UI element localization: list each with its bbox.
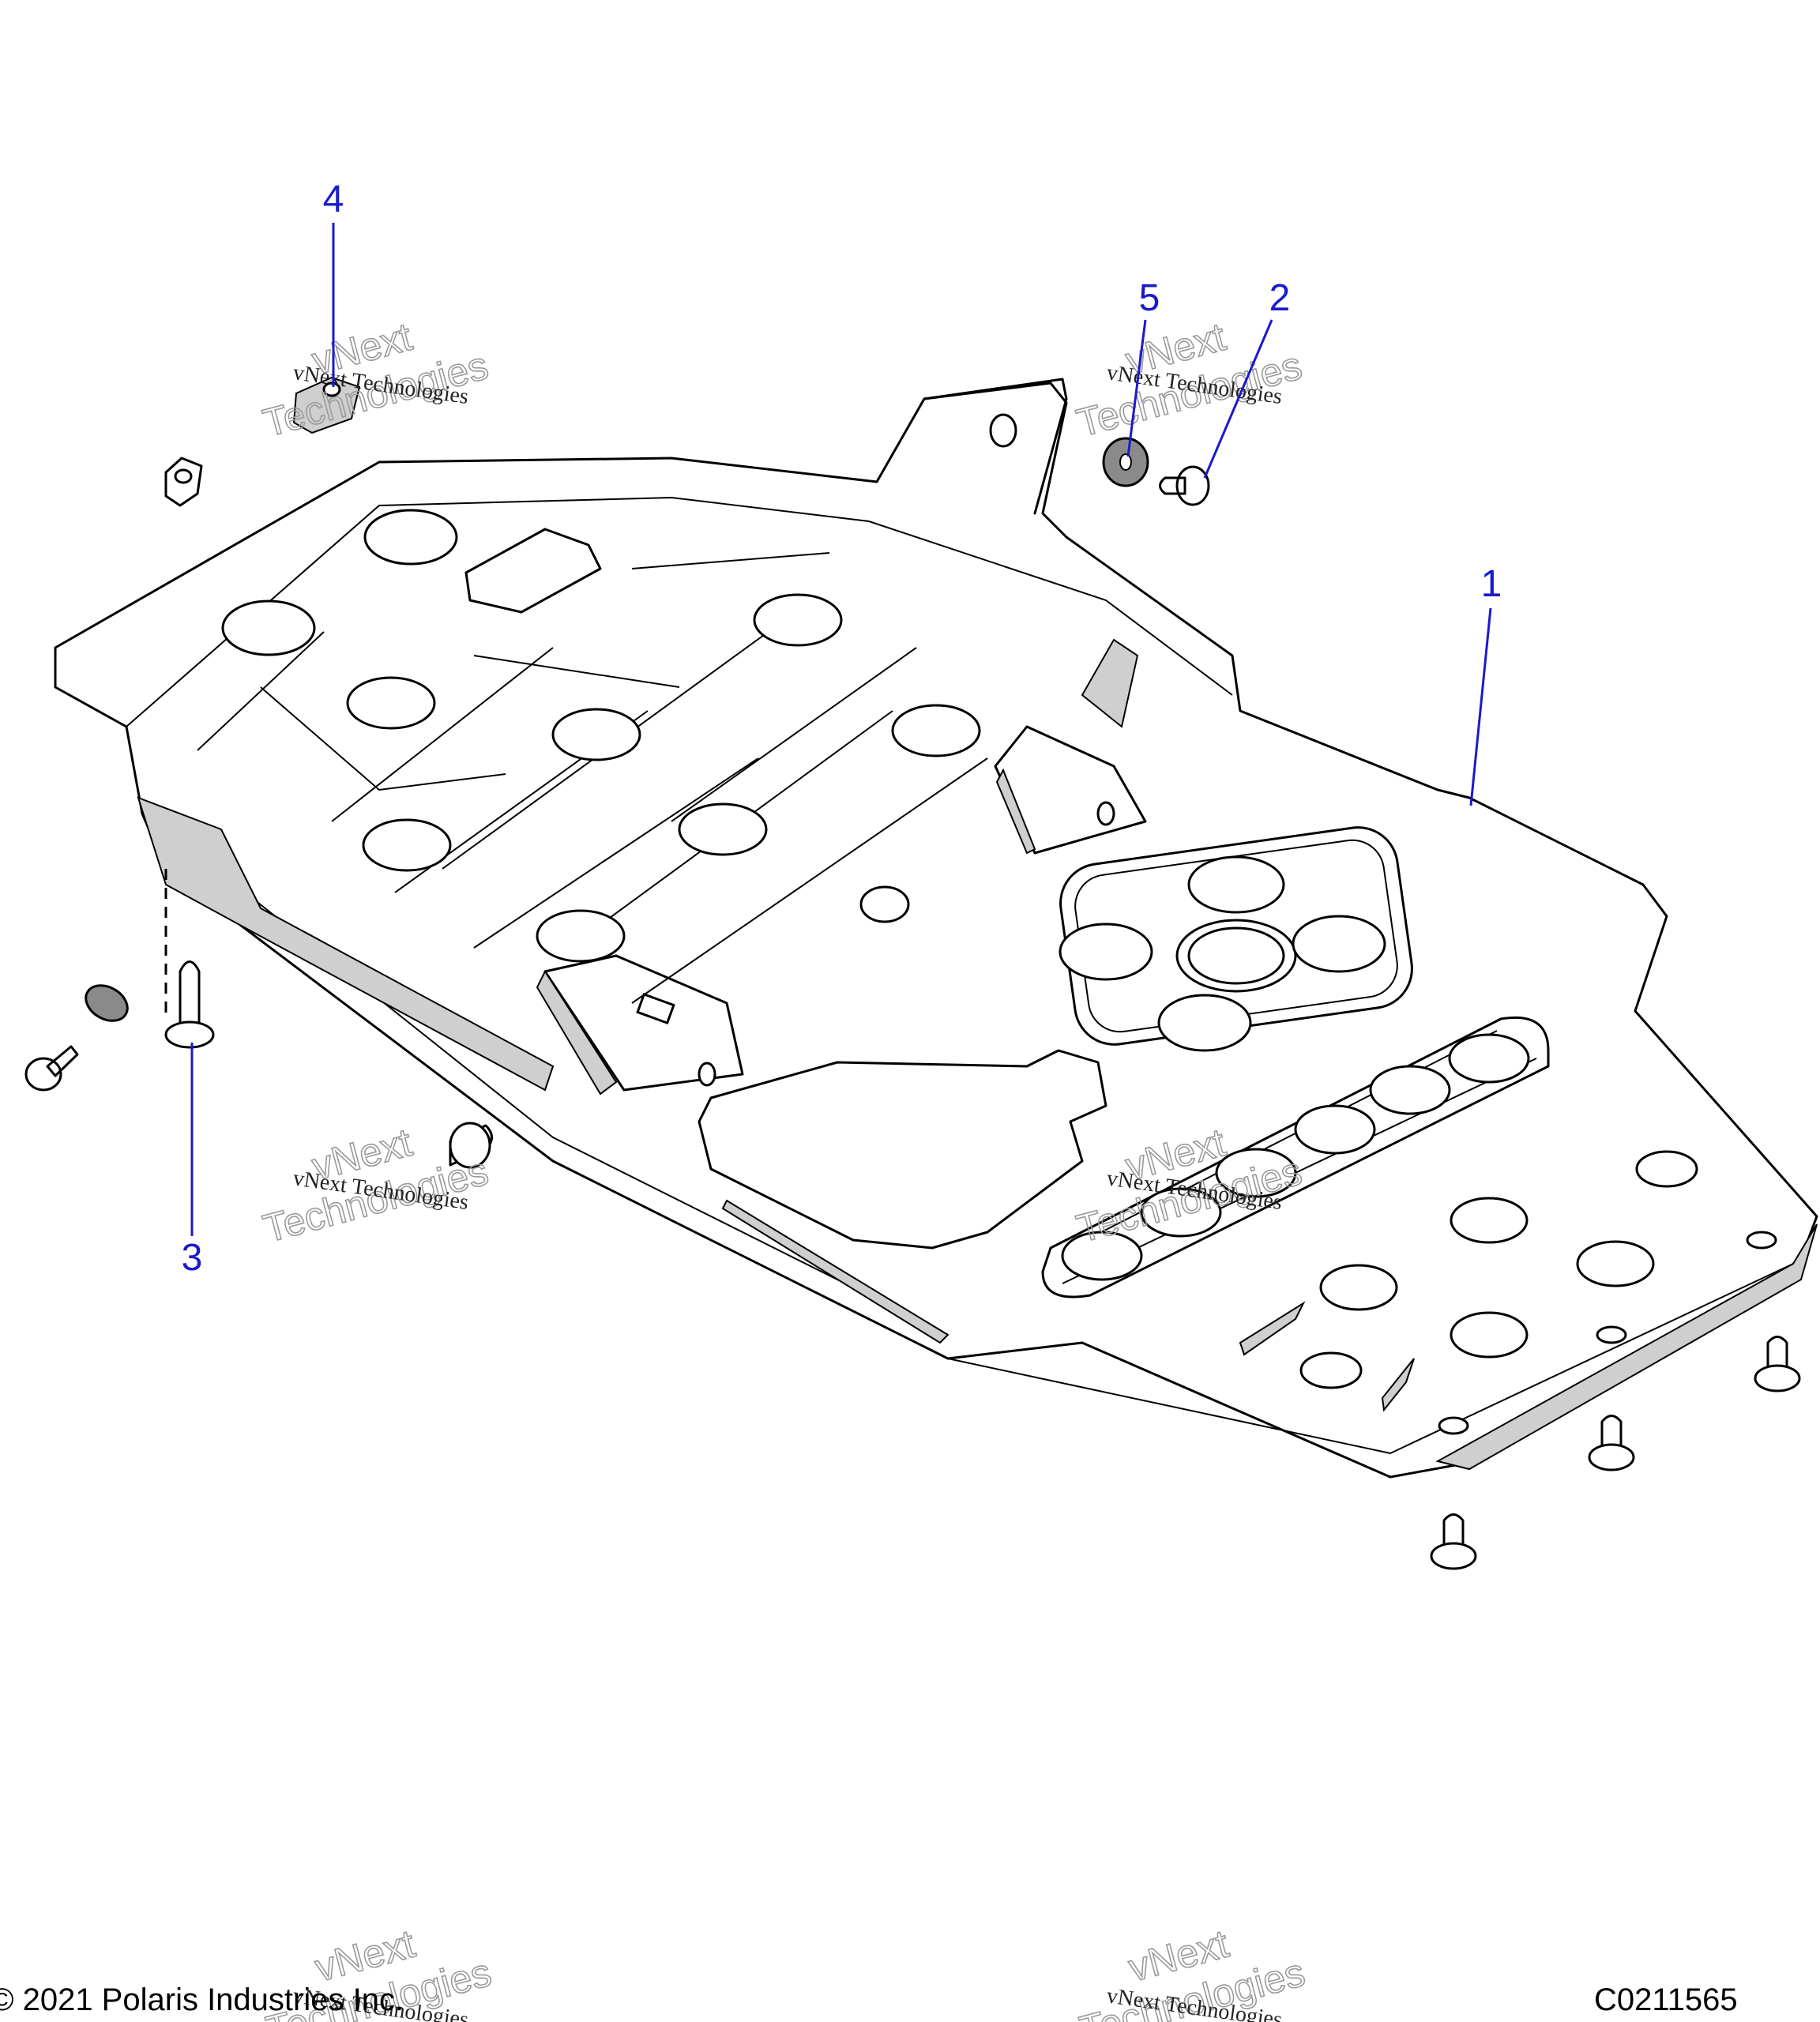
callout-3[interactable]: 3 — [182, 1237, 203, 1279]
callouts: 1 2 3 4 5 — [182, 179, 1502, 1279]
fasteners — [24, 376, 1801, 1570]
callout-2[interactable]: 2 — [1269, 277, 1291, 319]
leader-1 — [1469, 607, 1492, 806]
skid-plate — [54, 378, 1818, 1479]
callout-5[interactable]: 5 — [1139, 277, 1160, 319]
copyright-text: © 2021 Polaris Industries Inc. — [0, 1983, 404, 2017]
drawing-code: C0211565 — [1594, 1983, 1738, 2017]
leader-2 — [1203, 319, 1273, 479]
callout-1[interactable]: 1 — [1481, 563, 1502, 605]
leader-5 — [1126, 319, 1147, 457]
callout-4[interactable]: 4 — [323, 179, 344, 220]
